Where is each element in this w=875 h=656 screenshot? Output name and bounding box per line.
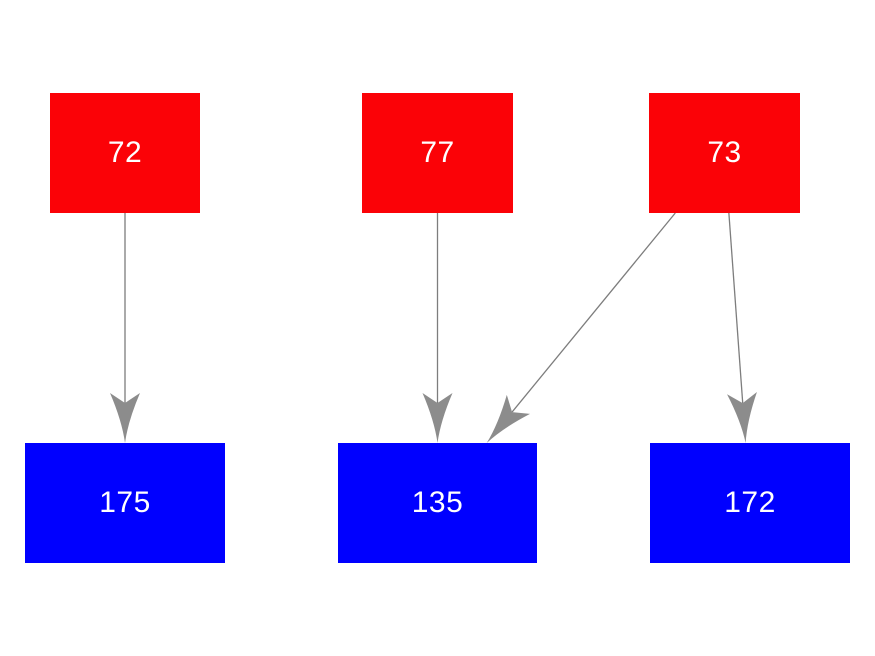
node-label: 73	[707, 136, 742, 169]
node-label: 135	[411, 486, 464, 519]
edge-73-172-arrowhead	[727, 392, 757, 443]
edge-73-135-arrowhead	[486, 394, 531, 443]
node-label: 172	[724, 486, 776, 519]
node-175: 175	[25, 443, 225, 563]
node-135: 135	[338, 443, 537, 563]
node-label: 77	[420, 136, 455, 169]
node-label: 175	[99, 486, 151, 519]
edge-73-135-line	[511, 212, 676, 413]
node-72: 72	[50, 93, 200, 213]
edge-72-175-arrowhead	[110, 393, 140, 443]
node-172: 172	[650, 443, 850, 563]
edge-73-172-line	[728, 212, 744, 404]
edge-77-135-arrowhead	[422, 393, 453, 443]
node-73: 73	[649, 93, 800, 213]
node-label: 72	[107, 136, 143, 169]
node-77: 77	[362, 93, 513, 213]
